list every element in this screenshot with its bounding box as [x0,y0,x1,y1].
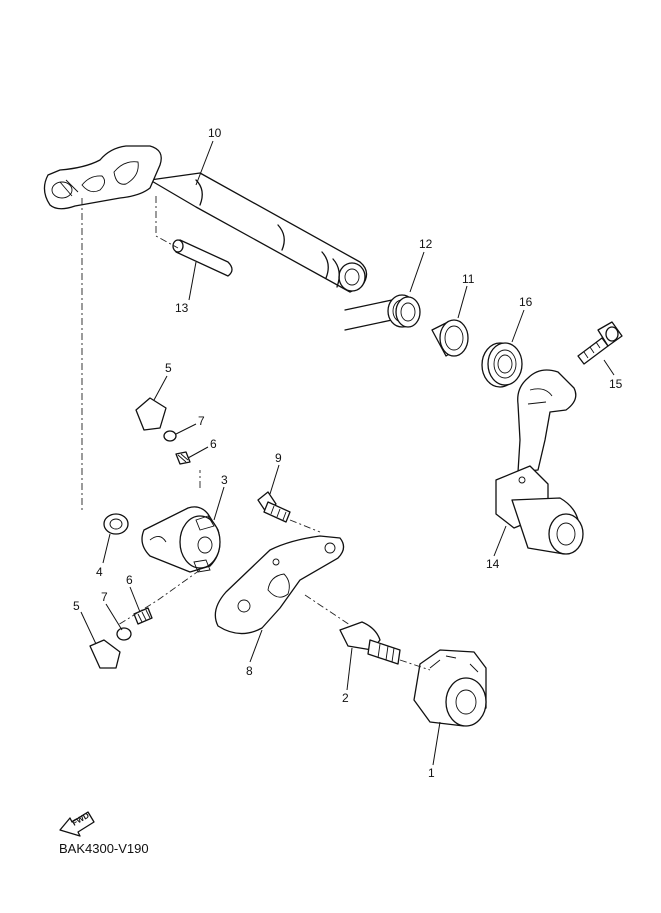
stopper-bolt-part [257,491,291,523]
callout-6-upper: 6 [210,437,217,451]
shift-pedal-part [495,369,584,555]
shift-guide-cover-part [413,649,487,727]
callout-3: 3 [221,473,228,487]
bearing-part [481,342,523,388]
callout-12: 12 [419,237,433,251]
center-lines [81,196,431,671]
bolt-part [577,321,623,365]
callout-8: 8 [246,664,253,678]
stopper-plate-part [214,535,345,635]
lower-stopper-part [89,639,121,669]
detent-upper-set [135,397,191,465]
callout-16: 16 [519,295,533,309]
collar-part [431,319,469,357]
shift-cam-segment-part [141,506,221,573]
callout-4: 4 [96,565,103,579]
callout-5-lower: 5 [73,599,80,613]
callout-6-lower: 6 [126,573,133,587]
callout-2: 2 [342,691,349,705]
washer-part [103,513,129,535]
leader-lines [80,140,615,766]
callout-7-upper: 7 [198,414,205,428]
torsion-spring-part [344,294,421,331]
callout-9: 9 [275,451,282,465]
callout-15: 15 [609,377,623,391]
segment-bolt-part [339,621,401,665]
dowel-pin-part [172,239,233,277]
upper-spring-part [175,451,191,465]
callout-11: 11 [462,272,475,286]
callout-labels: 10 12 11 16 15 13 5 7 6 3 9 4 6 7 5 8 2 … [73,126,623,780]
callout-7-lower: 7 [101,590,108,604]
fwd-arrow-icon: FWD [59,811,95,837]
callout-10: 10 [208,126,222,140]
lower-ball-part [116,627,132,641]
diagram-code: BAK4300-V190 [59,841,149,856]
callout-13: 13 [175,301,189,315]
shift-shaft-part [43,145,368,293]
callout-1: 1 [428,766,435,780]
callout-14: 14 [486,557,500,571]
callout-5-upper: 5 [165,361,172,375]
detent-lower-set [89,607,153,669]
upper-stopper-part [135,397,167,431]
upper-ball-part [163,430,177,442]
